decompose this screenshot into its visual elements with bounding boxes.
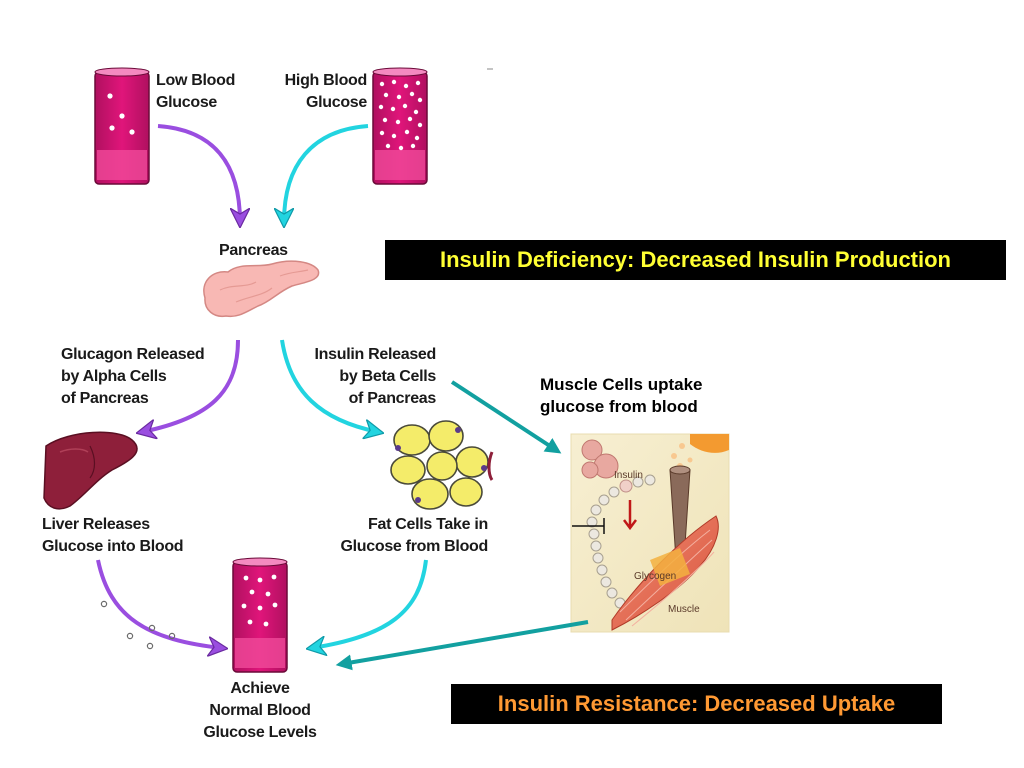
insulin-to-muscle-pointer	[450, 380, 562, 454]
muscle-to-normal-pointer	[335, 620, 589, 671]
insulin-deficiency-banner: Insulin Deficiency: Decreased Insulin Pr…	[385, 240, 1006, 280]
insulin-released-label: Insulin Released by Beta Cells of Pancre…	[314, 346, 437, 407]
pancreas-icon	[203, 260, 320, 318]
high-to-pancreas-arrow	[284, 124, 369, 222]
liver-label: Liver Releases Glucose into Blood	[42, 516, 184, 555]
glucose-dots	[100, 600, 176, 650]
low-glucose-label: Low Blood Glucose	[156, 72, 236, 111]
liver-to-normal-arrow	[96, 559, 222, 648]
glucagon-label: Glucagon Released by Alpha Cells of Panc…	[61, 346, 205, 407]
pancreas-label: Pancreas	[219, 242, 288, 259]
liver-icon	[43, 431, 138, 510]
normal-glucose-tube-icon	[232, 557, 288, 673]
high-glucose-tube-icon	[372, 67, 428, 185]
fat-to-normal-arrow	[312, 559, 428, 648]
fat-cells-icon	[390, 420, 494, 510]
muscle-cell-illustration	[570, 433, 730, 633]
insulin-arrow	[280, 339, 378, 432]
low-glucose-tube-icon	[94, 67, 150, 185]
glucagon-arrow	[142, 339, 240, 432]
muscle-insulin-label: Insulin	[614, 470, 643, 481]
muscle-glycogen-label: Glycogen	[634, 571, 677, 582]
normal-glucose-label: Achieve Normal Blood Glucose Levels	[203, 680, 317, 741]
muscle-caption: Muscle Cells uptake glucose from blood	[540, 375, 703, 416]
muscle-label: Muscle	[668, 604, 700, 615]
high-glucose-label: High Blood Glucose	[284, 72, 368, 111]
fat-cells-label: Fat Cells Take in Glucose from Blood	[340, 516, 489, 555]
insulin-resistance-banner: Insulin Resistance: Decreased Uptake	[451, 684, 942, 724]
low-to-pancreas-arrow	[157, 124, 240, 222]
